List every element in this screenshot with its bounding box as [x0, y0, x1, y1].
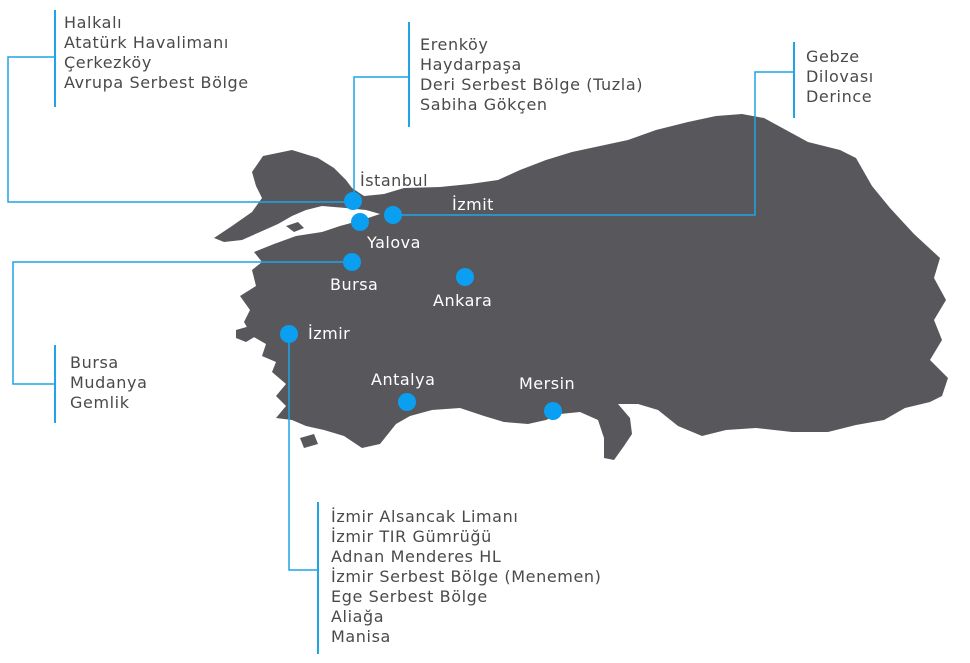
location-item: İzmir Serbest Bölge (Menemen)	[331, 567, 602, 586]
city-label-ankara: Ankara	[433, 291, 492, 310]
connector-line-izmir	[288, 334, 318, 571]
location-item: Adnan Menderes HL	[331, 547, 502, 566]
marmara-island	[286, 222, 304, 232]
location-item: Mudanya	[70, 373, 148, 392]
city-label-antalya: Antalya	[371, 370, 435, 389]
location-item: Bursa	[70, 353, 119, 372]
location-item: Çerkezköy	[64, 53, 152, 72]
bursa-bar	[54, 345, 56, 423]
connector-line-istanbul-asia	[353, 76, 409, 201]
izmir-bar	[317, 502, 319, 654]
location-item: Halkalı	[64, 13, 123, 32]
istanbul-asia-locations: Erenköy Haydarpaşa Deri Serbest Bölge (T…	[420, 35, 643, 115]
city-marker-izmit[interactable]	[384, 206, 402, 224]
kocaeli-locations: Gebze Dilovası Derince	[806, 47, 874, 107]
city-marker-yalova[interactable]	[351, 213, 369, 231]
turkey-landmass	[214, 114, 948, 460]
aegean-island	[300, 434, 318, 448]
location-item: Atatürk Havalimanı	[64, 33, 229, 52]
city-label-yalova: Yalova	[366, 233, 421, 252]
istanbul-europe-locations: Halkalı Atatürk Havalimanı Çerkezköy Avr…	[64, 13, 249, 93]
connector-line-kocaeli	[393, 71, 795, 216]
connector-line-bursa	[12, 261, 352, 385]
city-label-istanbul: İstanbul	[360, 171, 428, 190]
location-item: Aliağa	[331, 607, 385, 626]
location-item: Sabiha Gökçen	[420, 95, 548, 114]
city-marker-ankara[interactable]	[456, 268, 474, 286]
location-item: Manisa	[331, 627, 391, 646]
location-item: İzmir TIR Gümrüğü	[331, 527, 492, 546]
city-marker-mersin[interactable]	[544, 402, 562, 420]
city-label-izmir: İzmir	[308, 324, 350, 343]
location-item: Avrupa Serbest Bölge	[64, 73, 249, 92]
istanbul-asia-bar	[408, 22, 410, 127]
city-marker-izmir[interactable]	[280, 325, 298, 343]
location-item: Erenköy	[420, 35, 489, 54]
location-item: İzmir Alsancak Limanı	[331, 507, 519, 526]
connector-line-istanbul-europe	[7, 56, 353, 203]
location-item: Haydarpaşa	[420, 55, 522, 74]
city-label-bursa: Bursa	[330, 275, 378, 294]
bursa-locations: Bursa Mudanya Gemlik	[70, 353, 148, 413]
location-item: Deri Serbest Bölge (Tuzla)	[420, 75, 644, 94]
city-marker-antalya[interactable]	[398, 393, 416, 411]
city-label-izmit: İzmit	[452, 195, 494, 214]
location-item: Derince	[806, 87, 873, 106]
aegean-island	[236, 326, 256, 342]
aegean-island	[286, 400, 304, 414]
city-label-mersin: Mersin	[519, 374, 575, 393]
location-item: Gemlik	[70, 393, 130, 412]
izmir-locations: İzmir Alsancak Limanı İzmir TIR Gümrüğü …	[331, 507, 601, 647]
city-marker-istanbul[interactable]	[344, 192, 362, 210]
istanbul-europe-bar	[54, 10, 56, 107]
city-marker-bursa[interactable]	[343, 253, 361, 271]
kocaeli-bar	[793, 42, 795, 118]
location-item: Dilovası	[806, 67, 874, 86]
location-item: Ege Serbest Bölge	[331, 587, 488, 606]
location-item: Gebze	[806, 47, 860, 66]
